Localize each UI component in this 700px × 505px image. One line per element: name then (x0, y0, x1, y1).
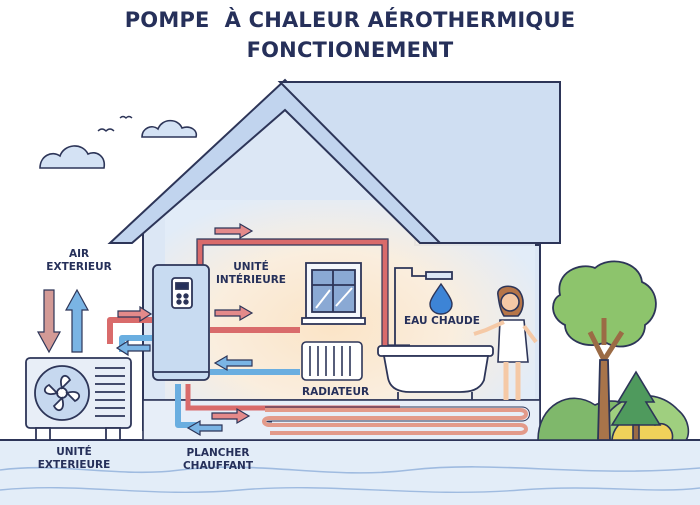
label-radiateur: RADIATEUR (302, 386, 370, 398)
indoor-unit (152, 264, 210, 381)
roof-annex (277, 81, 561, 244)
label-outdoor-line2: EXTERIEURE (37, 459, 111, 471)
label-floor-line1: PLANCHER (186, 447, 250, 459)
label-indoor-line2: INTÉRIEURE (216, 274, 286, 286)
title-line-2: FONCTIONEMENT (246, 38, 454, 62)
label-unite-interieure: UNITÉ INTÉRIEURE (216, 261, 286, 287)
water-drop-icon (429, 282, 453, 315)
window (301, 262, 366, 325)
label-air-line2: EXTERIEUR (46, 261, 112, 273)
tree (552, 260, 657, 441)
cloud-right (141, 119, 198, 138)
birds (97, 115, 133, 132)
label-plancher-chauffant: PLANCHER CHAUFFANT (172, 447, 264, 473)
cloud-left (39, 145, 106, 169)
label-indoor-line1: UNITÉ (233, 261, 269, 273)
label-floor-line2: CHAUFFANT (182, 460, 254, 472)
label-outdoor-line1: UNITÉ (56, 446, 92, 458)
bushes (537, 394, 690, 441)
bathtub (377, 345, 494, 400)
ground-wave (0, 466, 700, 474)
arrows (36, 222, 254, 437)
shower (394, 267, 453, 345)
label-unite-exterieure: UNITÉ EXTERIEURE (28, 446, 120, 472)
radiator (301, 341, 363, 381)
label-eau-chaude: EAU CHAUDE (404, 315, 480, 327)
underfloor-loops (262, 408, 528, 435)
title-line-1: POMPE À CHALEUR AÉROTHERMIQUE (124, 8, 576, 32)
pine-tree (610, 370, 662, 441)
label-air-line1: AIR (68, 248, 90, 260)
label-air-exterieur: AIR EXTERIEUR (40, 248, 118, 274)
outdoor-unit (25, 357, 132, 441)
person (473, 285, 538, 400)
roof (107, 78, 443, 244)
